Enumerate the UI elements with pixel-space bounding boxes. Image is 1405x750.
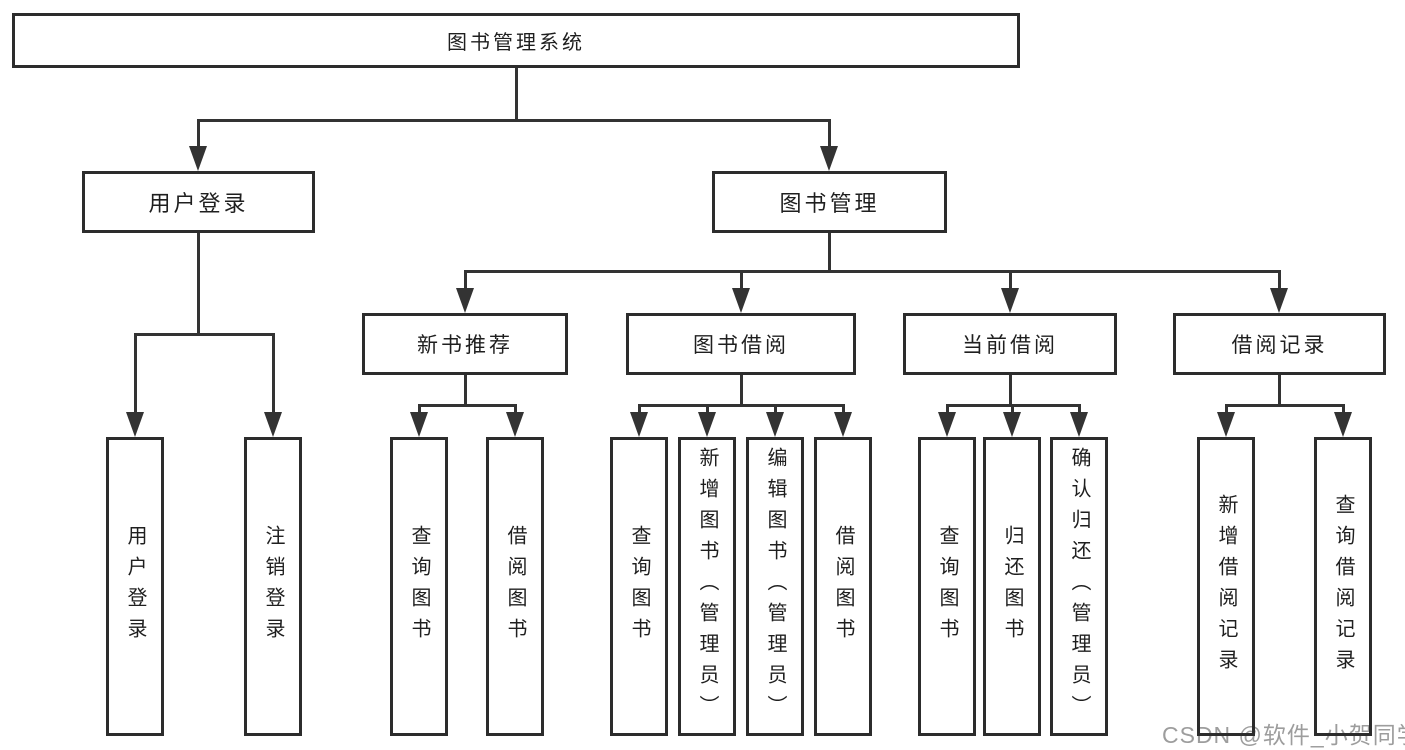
connector-line — [774, 404, 777, 416]
connector-line — [1342, 404, 1345, 416]
node-borrow-records: 借阅记录 — [1173, 313, 1386, 375]
leaf-query-books-current-label: 查询图书 — [936, 524, 958, 649]
connector-line — [464, 373, 467, 407]
connector-line — [1225, 404, 1345, 407]
connector-line — [946, 404, 949, 416]
leaf-borrow-books-recommend-label: 借阅图书 — [504, 524, 526, 649]
node-root-label: 图书管理系统 — [447, 32, 585, 54]
connector-line — [706, 404, 709, 416]
connector-line — [740, 270, 743, 291]
connector-line — [1011, 404, 1014, 416]
arrow-down-icon — [1217, 412, 1235, 437]
arrow-down-icon — [1270, 288, 1288, 313]
leaf-query-books-current: 查询图书 — [918, 437, 976, 736]
connector-line — [1278, 270, 1281, 291]
node-current-borrow: 当前借阅 — [903, 313, 1117, 375]
arrow-down-icon — [1070, 412, 1088, 437]
connector-line — [638, 404, 641, 416]
connector-line — [1009, 373, 1012, 407]
connector-line — [514, 404, 517, 416]
leaf-borrow-books: 借阅图书 — [814, 437, 872, 736]
leaf-query-books-recommend-label: 查询图书 — [408, 524, 430, 649]
connector-line — [515, 66, 518, 121]
leaf-return-book: 归还图书 — [983, 437, 1041, 736]
connector-line — [1278, 373, 1281, 407]
connector-line — [828, 231, 831, 273]
connector-line — [740, 373, 743, 407]
leaf-edit-book-admin-label: 编辑图书（管理员） — [764, 447, 786, 726]
leaf-confirm-return-admin: 确认归还（管理员） — [1050, 437, 1108, 736]
connector-line — [464, 270, 467, 291]
connector-line — [134, 333, 137, 414]
connector-line — [1009, 270, 1012, 291]
leaf-add-book-admin: 新增图书（管理员） — [678, 437, 736, 736]
connector-line — [638, 404, 845, 407]
arrow-down-icon — [264, 412, 282, 437]
arrow-down-icon — [1003, 412, 1021, 437]
arrow-down-icon — [1334, 412, 1352, 437]
connector-line — [197, 231, 200, 336]
leaf-logout-label: 注销登录 — [262, 524, 284, 649]
leaf-query-books-recommend: 查询图书 — [390, 437, 448, 736]
arrow-down-icon — [506, 412, 524, 437]
node-user-login-label: 用户登录 — [148, 191, 249, 216]
leaf-logout: 注销登录 — [244, 437, 302, 736]
leaf-confirm-return-admin-label: 确认归还（管理员） — [1068, 447, 1090, 726]
leaf-add-borrow-record-label: 新增借阅记录 — [1215, 493, 1237, 680]
node-current-borrow-label: 当前借阅 — [962, 334, 1058, 357]
node-book-borrow: 图书借阅 — [626, 313, 856, 375]
leaf-user-login-label: 用户登录 — [124, 524, 146, 649]
node-book-management-label: 图书管理 — [779, 191, 880, 216]
arrow-down-icon — [456, 288, 474, 313]
connector-line — [842, 404, 845, 416]
arrow-down-icon — [126, 412, 144, 437]
connector-line — [272, 333, 275, 414]
arrow-down-icon — [630, 412, 648, 437]
connector-line — [197, 119, 831, 122]
connector-line — [197, 119, 200, 150]
leaf-borrow-books-label: 借阅图书 — [832, 524, 854, 649]
connector-line — [134, 333, 275, 336]
node-new-book-recommend-label: 新书推荐 — [417, 334, 513, 357]
leaf-borrow-books-recommend: 借阅图书 — [486, 437, 544, 736]
node-borrow-records-label: 借阅记录 — [1231, 334, 1328, 357]
leaf-query-books-borrow-label: 查询图书 — [628, 524, 650, 649]
connector-line — [1225, 404, 1228, 416]
arrow-down-icon — [938, 412, 956, 437]
leaf-add-borrow-record: 新增借阅记录 — [1197, 437, 1255, 736]
arrow-down-icon — [410, 412, 428, 437]
arrow-down-icon — [1001, 288, 1019, 313]
leaf-query-borrow-record: 查询借阅记录 — [1314, 437, 1372, 736]
arrow-down-icon — [189, 146, 207, 171]
leaf-user-login: 用户登录 — [106, 437, 164, 736]
leaf-return-book-label: 归还图书 — [1001, 524, 1023, 649]
leaf-add-book-admin-label: 新增图书（管理员） — [696, 447, 718, 726]
node-book-borrow-label: 图书借阅 — [693, 334, 789, 357]
connector-line — [828, 119, 831, 150]
node-root: 图书管理系统 — [12, 13, 1020, 68]
node-book-management: 图书管理 — [712, 171, 947, 233]
leaf-edit-book-admin: 编辑图书（管理员） — [746, 437, 804, 736]
arrow-down-icon — [820, 146, 838, 171]
arrow-down-icon — [698, 412, 716, 437]
connector-line — [1078, 404, 1081, 416]
node-user-login: 用户登录 — [82, 171, 315, 233]
node-new-book-recommend: 新书推荐 — [362, 313, 568, 375]
connector-line — [418, 404, 421, 416]
arrow-down-icon — [766, 412, 784, 437]
arrow-down-icon — [834, 412, 852, 437]
connector-line — [464, 270, 1281, 273]
leaf-query-borrow-record-label: 查询借阅记录 — [1332, 493, 1354, 680]
arrow-down-icon — [732, 288, 750, 313]
leaf-query-books-borrow: 查询图书 — [610, 437, 668, 736]
connector-line — [418, 404, 517, 407]
